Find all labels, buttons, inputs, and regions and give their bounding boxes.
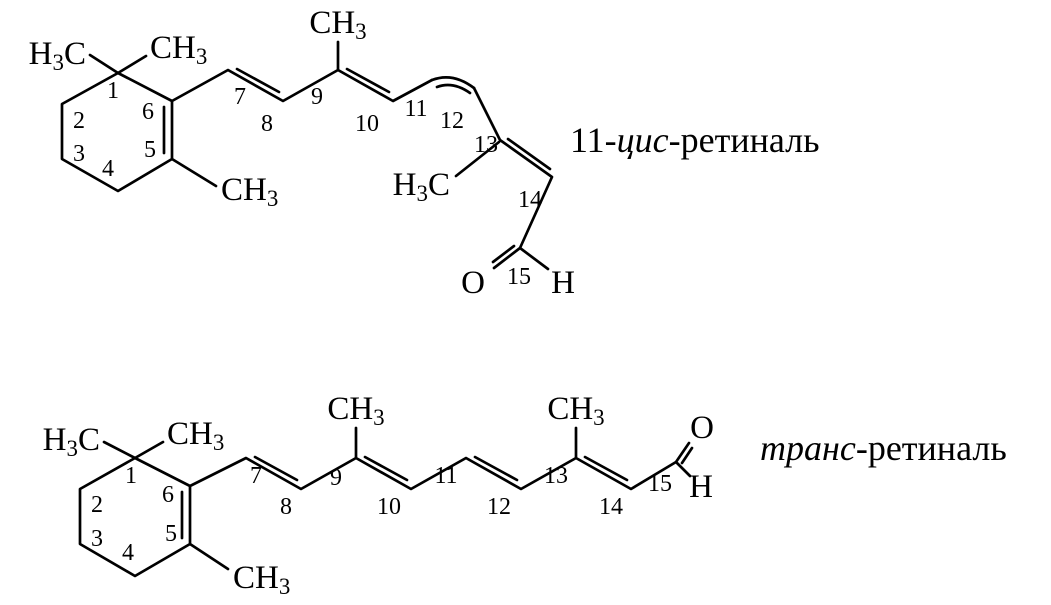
cis-carbon-10-number: 10: [355, 111, 379, 137]
subscript-3: 3: [416, 181, 428, 206]
ch3-ch: CH: [327, 391, 373, 427]
trans-carbon-14-number: 14: [599, 494, 623, 520]
trans-c9-methyl-label: CH3: [327, 391, 384, 430]
cis-carbon-13-number: 13: [474, 132, 498, 158]
cis-carbon-1-number: 1: [107, 78, 119, 104]
trans-carbon-12-number: 12: [487, 494, 511, 520]
trans-carbon-3-number: 3: [91, 526, 103, 552]
cis-carbon-6-number: 6: [142, 99, 154, 125]
subscript-3: 3: [196, 44, 208, 69]
trans-double-bond-second-lines: [180, 446, 694, 540]
cis-skeleton-bonds: [60, 40, 554, 271]
cis-carbon-15-number: 15: [507, 264, 531, 290]
trans-carbon-13-number: 13: [544, 463, 568, 489]
h3c-c: C: [78, 422, 100, 458]
trans-structure: H3C CH3 CH3 CH3 CH3 O H 1 2 3 4 5 6 7 8 …: [43, 391, 714, 599]
cis-title: 11-цис-ретиналь: [570, 120, 820, 160]
cis-gem-methyl-right-label: CH3: [150, 30, 207, 69]
h3c-c: C: [428, 167, 450, 203]
trans-carbon-4-number: 4: [122, 540, 134, 566]
subscript-3: 3: [213, 430, 225, 455]
cis-title-italic: цис: [617, 120, 669, 160]
cis-aldehyde-hydrogen-label: H: [551, 265, 575, 301]
subscript-3: 3: [267, 186, 279, 211]
trans-carbon-11-number: 11: [434, 463, 457, 489]
trans-title-suffix: -ретиналь: [856, 428, 1007, 468]
cis-bond-11-12-cis-double: [430, 76, 476, 95]
cis-carbon-9-number: 9: [311, 84, 323, 110]
cis-double-bond-second-lines: [162, 67, 552, 264]
cis-carbon-12-number: 12: [440, 108, 464, 134]
ch3-ch: CH: [167, 416, 213, 452]
cis-title-suffix: -ретиналь: [669, 120, 820, 160]
subscript-3: 3: [52, 50, 64, 75]
trans-carbon-15-number: 15: [648, 471, 672, 497]
trans-carbon-5-number: 5: [165, 521, 177, 547]
h3c-c: C: [64, 36, 86, 72]
cis-carbon-4-number: 4: [102, 156, 114, 182]
trans-carbon-6-number: 6: [162, 482, 174, 508]
trans-title-italic: транс: [760, 428, 856, 468]
ch3-ch: CH: [233, 560, 279, 596]
trans-carbon-2-number: 2: [91, 492, 103, 518]
cis-c5-methyl-label: CH3: [221, 172, 278, 211]
trans-carbon-9-number: 9: [330, 465, 342, 491]
trans-aldehyde-hydrogen-label: H: [689, 469, 713, 505]
cis-carbon-11-number: 11: [404, 96, 427, 122]
cis-carbon-3-number: 3: [73, 141, 85, 167]
cis-title-prefix: 11-: [570, 120, 617, 160]
cis-carbon-14-number: 14: [518, 187, 542, 213]
cis-structure: H3C CH3 CH3 CH3 H3C O H 1 2 3 4 5 6 7 8 …: [29, 5, 575, 301]
trans-c5-methyl-label: CH3: [233, 560, 290, 599]
subscript-3: 3: [593, 405, 605, 430]
trans-carbon-8-number: 8: [280, 494, 292, 520]
trans-title: транс-ретиналь: [760, 428, 1007, 468]
subscript-3: 3: [373, 405, 385, 430]
ch3-ch: CH: [221, 172, 267, 208]
h3c-h: H: [393, 167, 417, 203]
trans-carbon-7-number: 7: [250, 463, 262, 489]
cis-carbon-2-number: 2: [73, 108, 85, 134]
trans-gem-methyl-right-label: CH3: [167, 416, 224, 455]
cis-carbon-5-number: 5: [144, 137, 156, 163]
cis-carbon-8-number: 8: [261, 111, 273, 137]
trans-carbon-1-number: 1: [125, 463, 137, 489]
trans-skeleton-bonds: [78, 426, 692, 578]
h3c-h: H: [43, 422, 67, 458]
trans-gem-methyl-left-label: H3C: [43, 422, 100, 461]
cis-gem-methyl-left-label: H3C: [29, 36, 86, 75]
h3c-h: H: [29, 36, 53, 72]
cis-aldehyde-oxygen-label: O: [461, 265, 485, 301]
subscript-3: 3: [355, 19, 367, 44]
ch3-ch: CH: [150, 30, 196, 66]
trans-c13-methyl-label: CH3: [547, 391, 604, 430]
trans-carbon-10-number: 10: [377, 494, 401, 520]
trans-aldehyde-oxygen-label: O: [690, 410, 714, 446]
ch3-ch: CH: [309, 5, 355, 41]
subscript-3: 3: [279, 574, 291, 599]
subscript-3: 3: [66, 436, 78, 461]
cis-carbon-7-number: 7: [234, 84, 246, 110]
cis-c9-methyl-label: CH3: [309, 5, 366, 44]
cis-c13-methyl-label: H3C: [393, 167, 450, 206]
ch3-ch: CH: [547, 391, 593, 427]
